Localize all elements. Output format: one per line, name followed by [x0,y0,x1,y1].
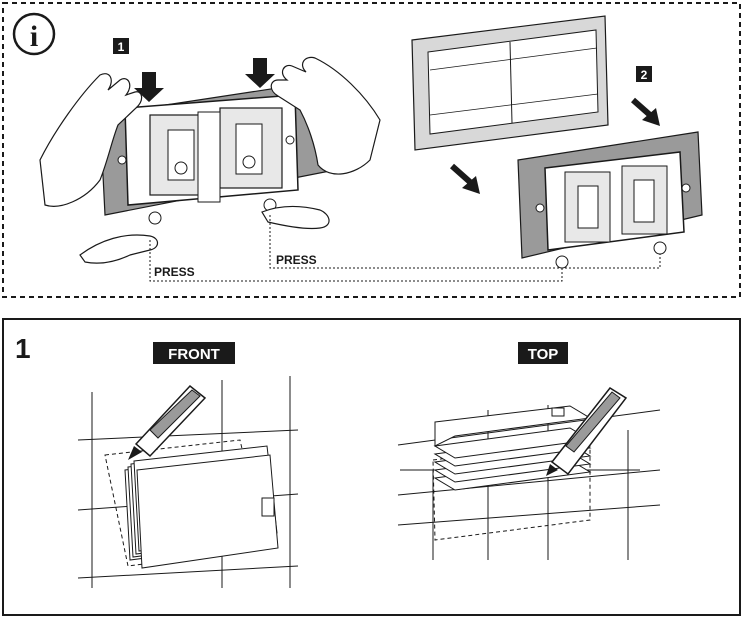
utility-knife-icon [128,384,207,460]
step2-number: 2 [641,68,648,82]
front-label-text: FRONT [168,346,220,363]
hand-icon [79,234,159,264]
step2-illustration [517,131,703,269]
press-leader-lines [149,215,661,282]
info-symbol: i [30,20,38,53]
top-label: TOP [518,342,568,364]
press-label-right: PRESS [276,253,317,267]
top-label-text: TOP [528,346,559,363]
arrow-diagonal-icon [450,163,480,194]
arrow-diagonal-icon [631,97,660,126]
utility-knife-icon [546,387,628,476]
step2-badge: 2 [636,66,652,82]
step1-illustration [39,56,381,264]
step1-badge: 1 [113,38,129,54]
cover-frame [411,15,609,151]
top-view [397,387,661,560]
hand-icon [39,73,143,207]
section-number: 1 [15,333,31,364]
hand-icon [270,56,381,175]
switch-module [117,94,299,225]
front-label: FRONT [153,342,235,364]
arrow-down-icon [245,58,275,88]
step1-number: 1 [118,40,125,54]
press-label-left: PRESS [154,265,195,279]
bottom-panel: 1 FRONT TOP [2,318,741,616]
info-icon: i [12,12,56,56]
top-panel: i 1 [2,2,741,298]
front-view [77,376,299,588]
hand-icon [261,205,330,230]
